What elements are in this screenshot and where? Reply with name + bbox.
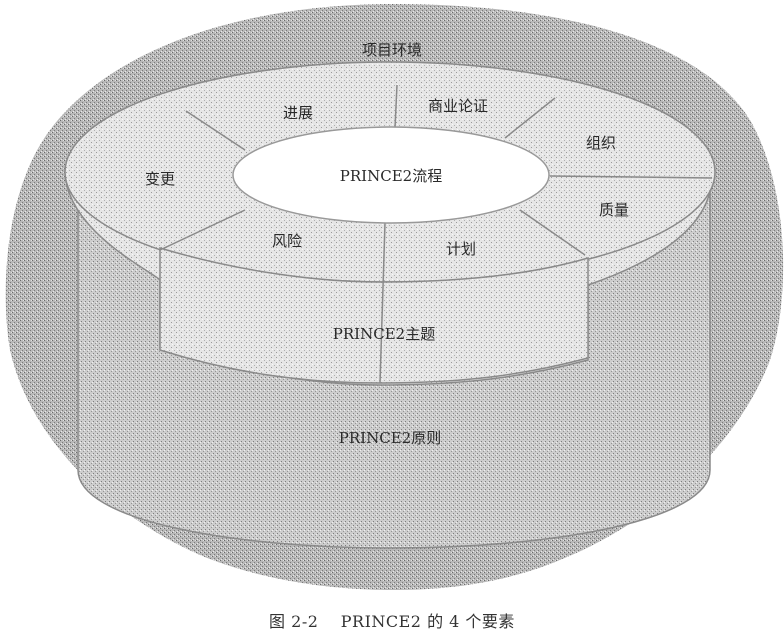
principles-label: PRINCE2原则 (339, 429, 441, 447)
theme-plans-label: 计划 (446, 240, 476, 258)
figure-number: 图 2-2 (269, 612, 319, 631)
processes-layer: PRINCE2流程 (232, 126, 550, 224)
prince2-elements-diagram: 项目环境 PRINCE2原则 进展 商业论证 组织 质量 计划 风险 变更 PR… (5, 4, 784, 590)
figure-title: PRINCE2 的 4 个要素 (340, 612, 515, 631)
processes-ellipse (232, 126, 550, 224)
theme-dividers (159, 84, 713, 384)
theme-organization-label: 组织 (586, 134, 616, 152)
theme-change-label: 变更 (145, 170, 175, 188)
themes-layer: 进展 商业论证 组织 质量 计划 风险 变更 PRINCE2主题 (64, 61, 716, 386)
themes-label: PRINCE2主题 (333, 325, 435, 343)
themes-front-face (159, 246, 589, 384)
theme-progress-label: 进展 (283, 104, 313, 122)
figure-caption: 图 2-2 PRINCE2 的 4 个要素 (0, 608, 784, 632)
environment-label: 项目环境 (362, 41, 422, 59)
theme-business-case-label: 商业论证 (428, 97, 488, 115)
processes-label: PRINCE2流程 (340, 167, 442, 185)
theme-quality-label: 质量 (599, 201, 629, 219)
theme-risk-label: 风险 (272, 232, 302, 250)
